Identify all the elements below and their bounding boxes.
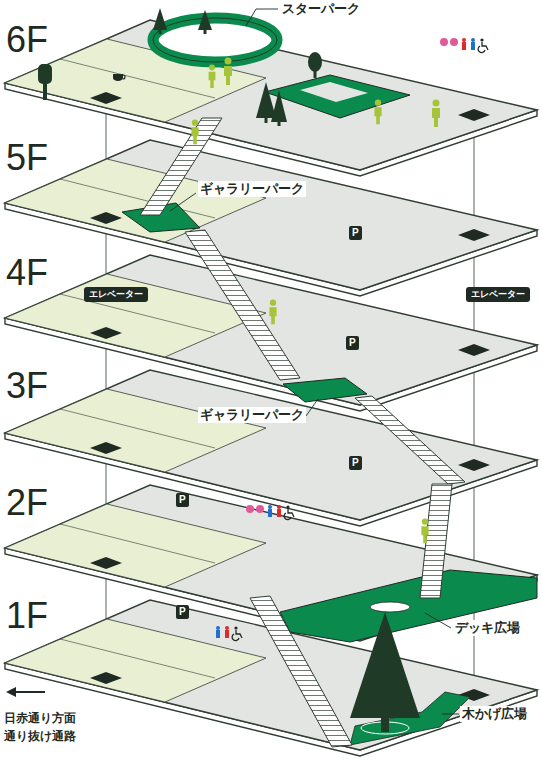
elevator-tag: エレベーター (466, 283, 530, 302)
parking-sign: P (346, 332, 359, 350)
parking-sign: P (176, 489, 189, 507)
area-name: ギャラリーパーク (198, 181, 306, 197)
sign-text: P (349, 226, 362, 240)
area-name: ギャラリーパーク (198, 407, 306, 423)
area-name: 木かげ広場 (460, 706, 529, 722)
area-name: スターパーク (280, 1, 362, 17)
exit-note: 日赤通り方面 通り抜け通路 (4, 709, 88, 745)
floor-number: 3F (6, 368, 48, 404)
sign-text: エレベーター (84, 287, 148, 302)
floor-number: 1F (6, 598, 48, 634)
parking-sign: P (176, 601, 189, 619)
floor-number: 5F (6, 140, 48, 176)
parking-sign: P (349, 222, 362, 240)
floor-number: 2F (6, 485, 48, 521)
sign-text: P (176, 493, 189, 507)
sign-text: P (349, 456, 362, 470)
parking-sign: P (349, 452, 362, 470)
elevator-tag: エレベーター (84, 283, 148, 302)
sign-text: エレベーター (466, 287, 530, 302)
area-name: デッキ広場 (453, 620, 522, 636)
sign-text: P (176, 605, 189, 619)
floor-number: 6F (6, 22, 48, 58)
floor-number: 4F (6, 255, 48, 291)
sign-text: P (346, 336, 359, 350)
